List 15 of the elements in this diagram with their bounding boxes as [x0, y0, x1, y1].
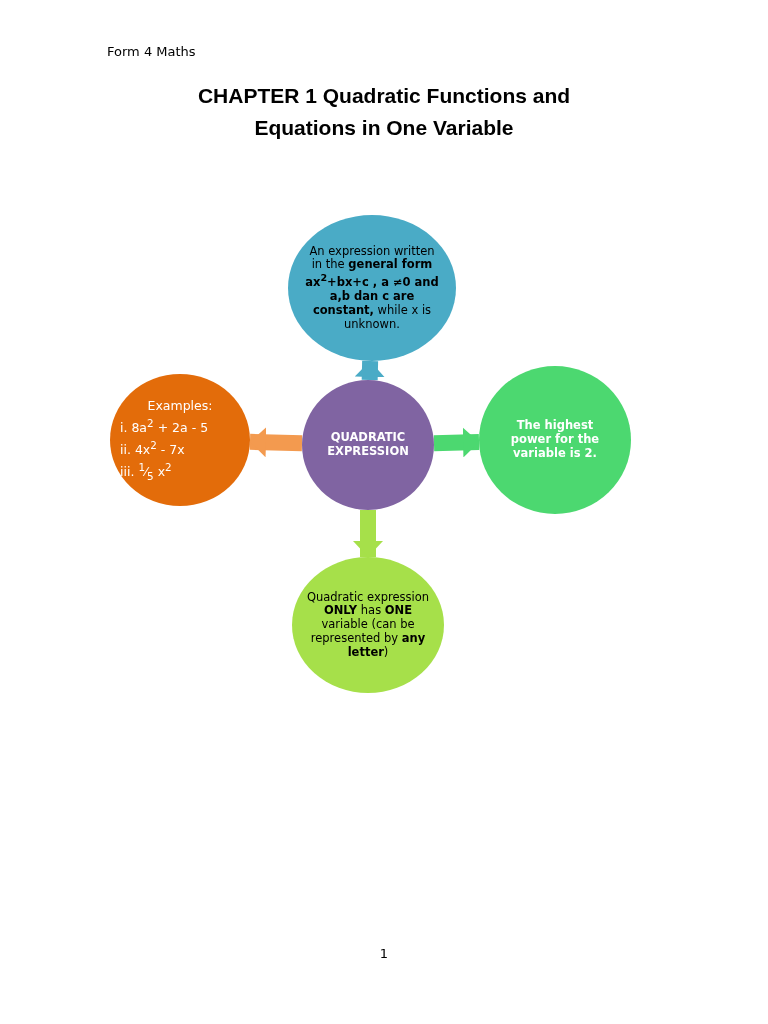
page-number: 1 [378, 946, 390, 961]
block-arrow [354, 360, 385, 381]
example-text: i. 8a$^{2}$ + 2a - 5 [120, 416, 209, 435]
node-text: An expression written in the general form ax$^{2}$+bx+c , a ≠0 and a,b dan c are constant, while x is unknown. [304, 244, 440, 332]
block-arrow [249, 427, 303, 458]
header-text: Form 4 Maths [107, 44, 197, 59]
node-text: QUADRATIC EXPRESSION [326, 431, 410, 459]
block-arrow [433, 427, 480, 458]
example-text: ii. 4x$^{2}$ - 7x [120, 438, 185, 458]
node-text: Quadratic expression ONLY has ONE variable (can be represented by any letter) [306, 590, 430, 660]
node-text: The highest power for the variable is 2. [509, 419, 601, 461]
example-text: iii. $^{1}$⁄$_{5}$ x$^{2}$ [120, 461, 172, 483]
block-arrow [353, 510, 383, 557]
heading-text: Examples: [147, 397, 213, 413]
chapter-title: CHAPTER 1 Quadratic Functions and Equations in One Variable [196, 83, 572, 141]
